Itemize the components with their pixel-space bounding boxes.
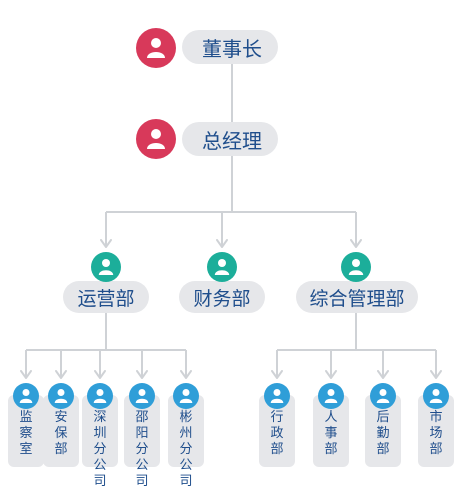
unit-marketing-label: 市场部: [429, 410, 443, 457]
person-icon: [318, 383, 344, 409]
person-icon: [207, 252, 237, 282]
person-icon: [423, 383, 449, 409]
unit-logistics-label: 后勤部: [376, 410, 390, 457]
arrow-admin: [350, 239, 362, 248]
person-icon: [264, 383, 290, 409]
unit-shenzhen-label: 深圳分公司: [93, 410, 107, 489]
unit-administration-label: 行政部: [270, 410, 284, 457]
dept-finance-label: 财务部: [193, 287, 251, 310]
dept-admin-label: 综合管理部: [309, 287, 405, 310]
unit-hr-label: 人事部: [324, 410, 338, 457]
unit-binzhou-card[interactable]: 彬州分公司: [168, 395, 204, 489]
arrow-finance: [216, 239, 228, 248]
person-icon: [173, 383, 199, 409]
dept-admin-box[interactable]: 综合管理部: [296, 281, 418, 313]
person-icon: [91, 252, 121, 282]
unit-binzhou-label: 彬州分公司: [179, 410, 193, 489]
dept-operations-box[interactable]: 运营部: [63, 281, 149, 313]
dept-operations-label: 运营部: [77, 287, 135, 310]
chairman-label: 董事长: [202, 36, 262, 61]
gm-label: 总经理: [202, 128, 262, 153]
unit-supervision-label: 监察室: [19, 410, 33, 457]
arrow-ops: [100, 239, 112, 248]
chairman-box[interactable]: 董事长: [182, 30, 278, 64]
person-icon: [136, 119, 176, 159]
person-icon: [341, 252, 371, 282]
person-icon: [370, 383, 396, 409]
person-icon: [136, 28, 176, 68]
unit-shaoyang-label: 邵阳分公司: [135, 410, 149, 489]
gm-box[interactable]: 总经理: [182, 122, 278, 156]
person-icon: [87, 383, 113, 409]
dept-finance-box[interactable]: 财务部: [179, 281, 265, 313]
unit-security-label: 安保部: [54, 410, 68, 457]
person-icon: [48, 383, 74, 409]
person-icon: [13, 383, 39, 409]
person-icon: [129, 383, 155, 409]
